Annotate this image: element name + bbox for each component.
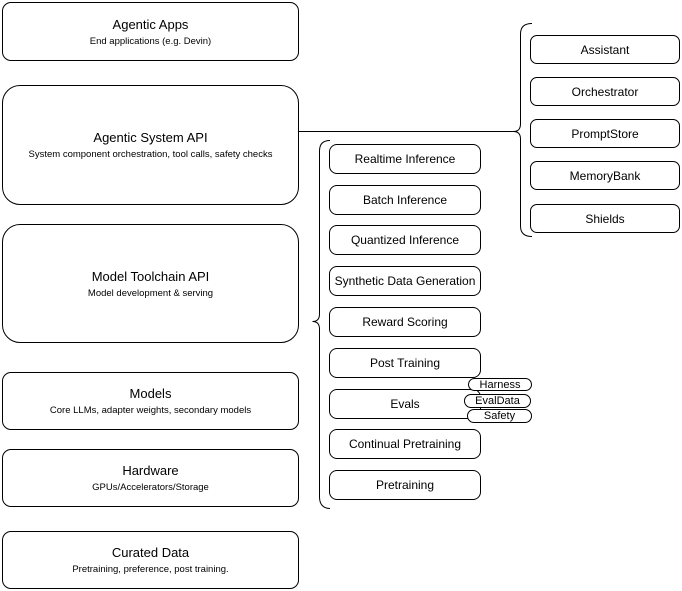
node-label: PromptStore [571,126,639,141]
node-shields: Shields [530,204,680,233]
node-post-training: Post Training [329,348,481,378]
node-subtitle: System component orchestration, tool cal… [28,149,273,160]
node-title: Model Toolchain API [91,268,210,284]
node-title: Hardware [122,463,179,478]
node-label: Synthetic Data Generation [334,274,476,288]
node-title: Curated Data [111,545,190,560]
node-models: Models Core LLMs, adapter weights, secon… [2,372,299,430]
toolchain-group-brace [312,140,331,509]
node-reward-scoring: Reward Scoring [329,307,481,337]
node-subtitle: GPUs/Accelerators/Storage [92,482,209,493]
node-label: Post Training [369,356,441,370]
node-curated-data: Curated Data Pretraining, preference, po… [2,531,299,589]
tag-safety: Safety [467,409,532,423]
node-memorybank: MemoryBank [530,161,680,190]
node-batch-inference: Batch Inference [329,185,481,215]
node-label: Evals [390,397,420,411]
node-continual-pretraining: Continual Pretraining [329,429,481,459]
node-title: Agentic System API [93,130,208,145]
node-title: Agentic Apps [112,16,189,32]
node-subtitle: End applications (e.g. Devin) [89,35,212,47]
node-label: Assistant [580,42,630,57]
tag-label: Harness [479,378,521,391]
node-orchestrator: Orchestrator [530,77,680,106]
node-label: Batch Inference [362,193,448,207]
node-label: Orchestrator [571,84,639,99]
node-label: Quantized Inference [350,233,460,247]
tag-label: Safety [483,410,516,422]
node-assistant: Assistant [530,35,680,64]
node-synthetic-data-generation: Synthetic Data Generation [329,266,481,296]
node-label: Reward Scoring [362,315,448,329]
tag-harness: Harness [468,378,532,391]
node-agentic-system-api: Agentic System API System component orch… [2,85,299,205]
node-subtitle: Pretraining, preference, post training. [72,564,229,575]
system-group-brace [513,23,533,237]
node-hardware: Hardware GPUs/Accelerators/Storage [2,449,299,507]
node-label: Shields [585,211,625,226]
node-promptstore: PromptStore [530,119,680,148]
node-label: Realtime Inference [354,152,456,166]
node-agentic-apps: Agentic Apps End applications (e.g. Devi… [2,2,299,61]
node-evals: Evals [329,389,481,419]
tag-evaldata: EvalData [464,394,531,408]
node-subtitle: Core LLMs, adapter weights, secondary mo… [49,405,252,416]
node-subtitle: Model development & serving [87,287,214,299]
node-label: Pretraining [375,478,435,492]
node-pretraining: Pretraining [329,470,481,500]
node-realtime-inference: Realtime Inference [329,144,481,174]
node-title: Models [129,386,172,401]
node-label: Continual Pretraining [348,437,462,451]
node-quantized-inference: Quantized Inference [329,225,481,255]
node-model-toolchain-api: Model Toolchain API Model development & … [2,224,299,343]
tag-label: EvalData [475,395,520,407]
node-label: MemoryBank [569,168,641,183]
